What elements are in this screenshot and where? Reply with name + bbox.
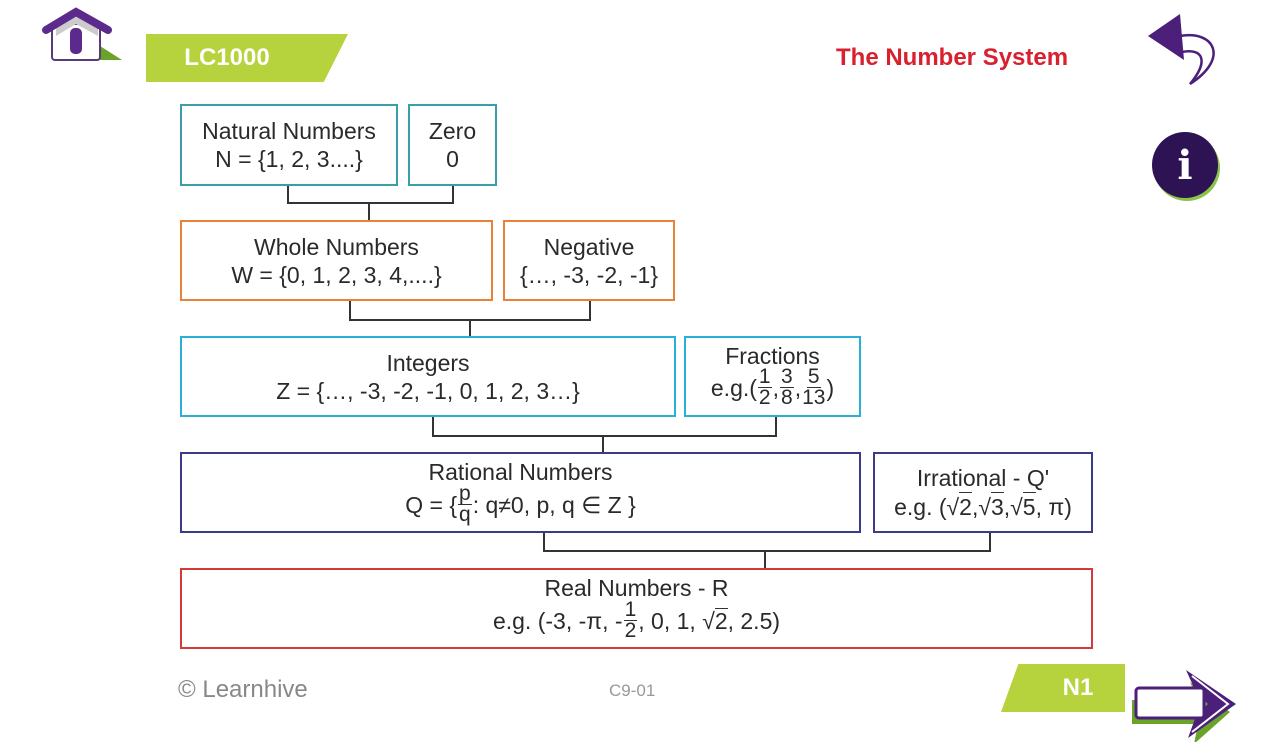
fractions-title: Fractions xyxy=(725,343,820,369)
negative-box: Negative {…, -3, -2, -1} xyxy=(503,220,675,301)
level-badge: N1 xyxy=(1001,664,1125,712)
natural-body: N = {1, 2, 3....} xyxy=(215,146,363,172)
back-arrow-icon xyxy=(1148,14,1215,86)
natural-title: Natural Numbers xyxy=(202,118,376,144)
next-arrow-icon xyxy=(1130,670,1236,744)
rational-title: Rational Numbers xyxy=(428,459,613,485)
irrational-title: Irrational - Q' xyxy=(916,465,1050,491)
lesson-code-badge: LC1000 xyxy=(146,34,348,82)
integers-box: Integers Z = {…, -3, -2, -1, 0, 1, 2, 3…… xyxy=(180,336,676,417)
home-icon xyxy=(42,7,122,61)
fractions-suffix: ) xyxy=(826,374,835,401)
whole-body: W = {0, 1, 2, 3, 4,....} xyxy=(231,261,442,288)
real-title: Real Numbers - R xyxy=(544,575,729,601)
negative-body: {…, -3, -2, -1} xyxy=(519,261,659,288)
rational-prefix: Q = { xyxy=(405,491,458,518)
next-button[interactable] xyxy=(1130,666,1240,744)
back-button[interactable] xyxy=(1144,8,1226,88)
negative-title: Negative xyxy=(543,233,635,260)
rational-suffix: : q≠0, p, q ∈ Z } xyxy=(472,491,636,518)
page-title: The Number System xyxy=(836,44,1069,71)
zero-box: Zero 0 xyxy=(408,104,497,186)
integers-title: Integers xyxy=(386,349,470,376)
whole-numbers-box: Whole Numbers W = {0, 1, 2, 3, 4,....} xyxy=(180,220,493,301)
zero-title: Zero xyxy=(428,118,477,144)
integers-body: Z = {…, -3, -2, -1, 0, 1, 2, 3…} xyxy=(276,377,580,404)
info-button[interactable]: i xyxy=(1152,132,1218,198)
home-button[interactable] xyxy=(42,6,124,62)
irrational-box: Irrational - Q' e.g. (√2,√3,√5, π) xyxy=(873,452,1093,533)
whole-title: Whole Numbers xyxy=(254,233,419,260)
copyright: © Learnhive xyxy=(178,676,308,703)
zero-body: 0 xyxy=(446,146,459,172)
fractions-prefix: e.g.( xyxy=(710,374,757,401)
page-code: C9-01 xyxy=(609,681,656,700)
irrational-body: e.g. (√2,√3,√5, π) xyxy=(894,492,1072,520)
natural-numbers-box: Natural Numbers N = {1, 2, 3....} xyxy=(180,104,398,186)
info-icon: i xyxy=(1177,141,1193,189)
